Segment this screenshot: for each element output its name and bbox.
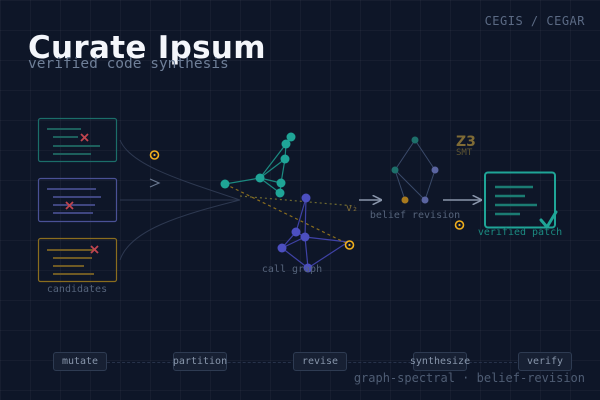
x-mark-icon (65, 201, 74, 210)
chevron-right-icon (149, 178, 161, 188)
step-verify: verify (518, 352, 572, 371)
smt-label: SMT (456, 148, 473, 158)
v2-label: v₂ (346, 203, 358, 214)
x-mark-icon (90, 245, 99, 254)
step-revise: revise (293, 352, 347, 371)
card-connectors (119, 139, 241, 261)
candidates-label: candidates (47, 284, 107, 295)
gold-target-icon (344, 240, 355, 250)
belief-revision-label: belief revision (370, 210, 460, 221)
gold-target-icon (149, 150, 160, 160)
gold-target-icon (454, 220, 465, 230)
x-mark-icon (80, 133, 89, 142)
belief-revision-graph (391, 136, 439, 204)
page-subtitle: verified code synthesis (28, 56, 229, 72)
verified-patch-card (484, 171, 558, 229)
z3-label: Z3 (456, 134, 476, 150)
brand-label: CEGIS / CEGAR (484, 14, 585, 28)
check-icon (539, 210, 558, 229)
candidate-card-teal (37, 117, 118, 163)
step-partition: partition (173, 352, 227, 371)
step-mutate: mutate (53, 352, 107, 371)
call-graph-label: call graph (262, 264, 322, 275)
step-synthesize: synthesize (410, 352, 470, 371)
call-graph (220, 132, 356, 273)
page-title: Curate Ipsum (28, 30, 266, 66)
footer-tagline: graph-spectral · belief-revision (353, 371, 585, 385)
candidate-card-indigo (37, 177, 118, 223)
candidate-card-amber (37, 237, 118, 283)
verified-patch-label: verified patch (478, 227, 562, 238)
